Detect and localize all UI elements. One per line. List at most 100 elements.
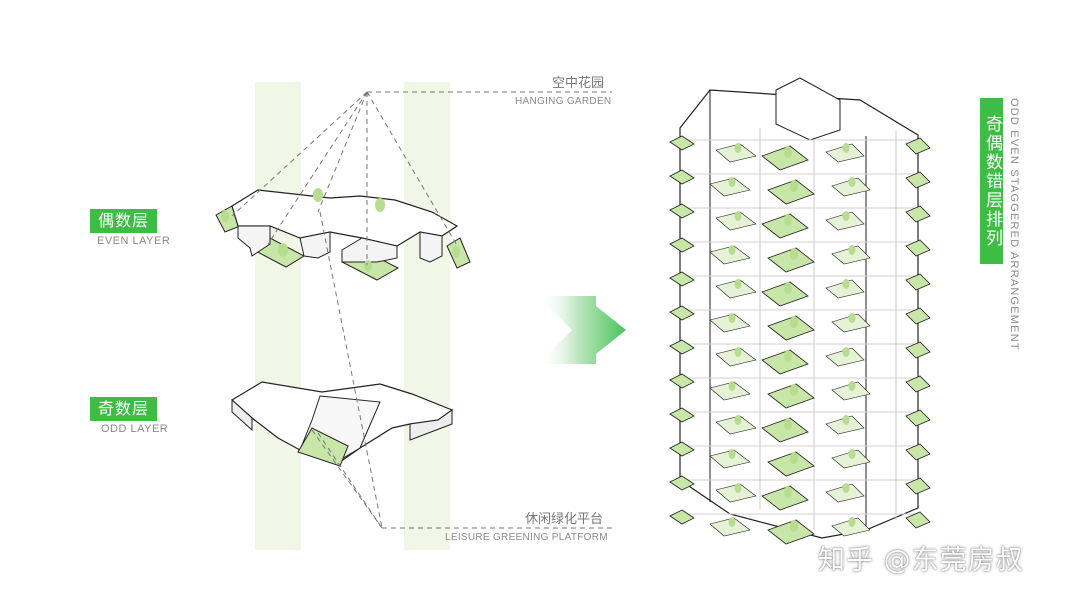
tree — [842, 347, 850, 357]
garden-pad — [709, 449, 751, 469]
left-balcony — [669, 169, 695, 185]
sky-garden — [767, 315, 815, 341]
leisure-platform-en: LEISURE GREENING PLATFORM — [445, 532, 608, 543]
tree — [728, 449, 736, 459]
even-layer-subtitle: EVEN LAYER — [97, 235, 171, 247]
tree — [842, 211, 850, 221]
right-balcony — [905, 409, 931, 427]
right-balcony — [905, 273, 931, 291]
garden-pad — [715, 211, 757, 231]
tree — [848, 245, 856, 255]
garden-pad — [709, 517, 751, 537]
tree — [728, 313, 736, 323]
tree — [784, 350, 792, 362]
sky-garden — [761, 281, 809, 307]
tree — [734, 347, 742, 357]
garden-pad — [715, 143, 757, 163]
tree — [842, 279, 850, 289]
odd-layer-badge: 奇数层 — [90, 397, 158, 421]
title-subtitle: ODD EVEN STAGGERED ARRANGEMENT — [1008, 98, 1020, 351]
core-column-right — [404, 82, 450, 550]
right-balcony — [905, 511, 931, 529]
tree — [842, 415, 850, 425]
left-balcony — [669, 237, 695, 253]
garden-pad — [709, 313, 751, 333]
tree — [848, 449, 856, 459]
left-balcony — [669, 441, 695, 457]
hanging-garden-cn: 空中花园 — [552, 76, 605, 91]
right-balcony — [905, 137, 931, 155]
tree — [848, 381, 856, 391]
right-balcony — [905, 375, 931, 393]
left-balcony — [669, 271, 695, 287]
tree — [848, 177, 856, 187]
tree — [728, 517, 736, 527]
tree — [790, 520, 798, 532]
tower-floors — [669, 135, 931, 545]
tree — [734, 143, 742, 153]
garden-pad — [715, 279, 757, 299]
sky-garden — [761, 145, 809, 171]
left-balcony — [669, 509, 695, 525]
watermark: 知乎 @东莞房叔 — [818, 545, 1024, 576]
sky-garden — [761, 349, 809, 375]
garden-pad — [709, 245, 751, 265]
tree — [790, 180, 798, 192]
sky-garden — [761, 417, 809, 443]
tree — [734, 483, 742, 493]
right-balcony — [905, 171, 931, 189]
tree — [784, 418, 792, 430]
tree — [784, 282, 792, 294]
tree — [848, 517, 856, 527]
left-balcony — [669, 407, 695, 423]
sky-garden — [761, 485, 809, 511]
right-balcony — [905, 205, 931, 223]
tree — [734, 211, 742, 221]
left-balcony — [669, 203, 695, 219]
garden-pad — [715, 415, 757, 435]
tree — [790, 452, 798, 464]
tree — [790, 384, 798, 396]
right-balcony — [905, 239, 931, 257]
sky-garden — [767, 247, 815, 273]
left-balcony — [669, 339, 695, 355]
projection-lines — [231, 91, 612, 529]
right-balcony — [905, 341, 931, 359]
tree — [784, 146, 792, 158]
sky-garden — [767, 451, 815, 477]
sky-garden — [761, 213, 809, 239]
tree — [784, 486, 792, 498]
tree — [728, 245, 736, 255]
left-balcony — [669, 305, 695, 321]
odd-layer-slab — [230, 381, 454, 467]
sky-garden — [767, 179, 815, 205]
tree — [734, 279, 742, 289]
even-layer-slab — [215, 188, 471, 281]
leisure-platform-cn: 休闲绿化平台 — [525, 512, 604, 527]
garden-pad — [715, 483, 757, 503]
garden-pad — [709, 177, 751, 197]
odd-layer-subtitle: ODD LAYER — [101, 423, 169, 435]
tree — [842, 143, 850, 153]
tree — [848, 313, 856, 323]
transform-arrow — [538, 296, 626, 364]
left-balcony — [669, 135, 695, 151]
tree — [728, 381, 736, 391]
tree — [790, 248, 798, 260]
hanging-garden-en: HANGING GARDEN — [515, 96, 612, 107]
even-layer-badge: 偶数层 — [90, 209, 158, 233]
left-balcony — [669, 475, 695, 491]
core-column-left — [255, 82, 301, 550]
tree — [790, 316, 798, 328]
tree — [734, 415, 742, 425]
right-balcony — [905, 443, 931, 461]
right-balcony — [905, 307, 931, 325]
garden-pad — [715, 347, 757, 367]
left-balcony — [669, 373, 695, 389]
garden-pad — [709, 381, 751, 401]
tree — [728, 177, 736, 187]
title-badge: 奇偶数错层排列 — [980, 98, 1003, 264]
sky-garden — [767, 519, 815, 545]
